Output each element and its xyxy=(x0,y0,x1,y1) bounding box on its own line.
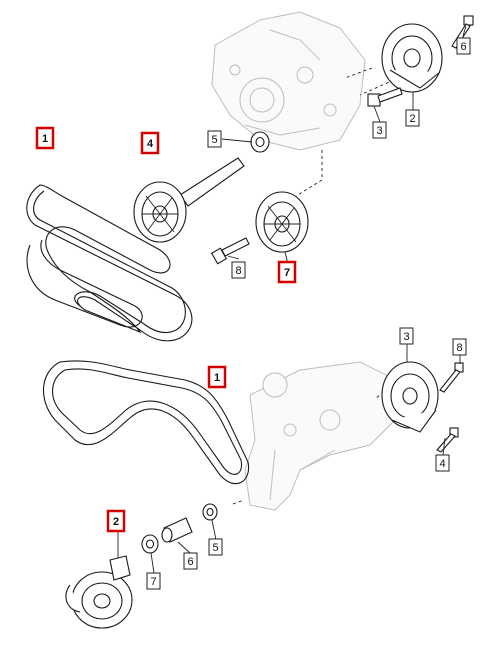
svg-text:1: 1 xyxy=(42,133,48,145)
svg-text:1: 1 xyxy=(214,372,220,384)
bottom-label-8-bolt: 8 xyxy=(452,338,467,356)
svg-text:6: 6 xyxy=(187,556,193,568)
top-label-1-belt: 1 xyxy=(35,126,55,150)
idler-pulley-7 xyxy=(255,191,309,253)
spacer-6-bottom xyxy=(161,517,193,543)
tensioner-unit-2 xyxy=(381,23,443,93)
svg-text:4: 4 xyxy=(439,458,445,470)
bushing-5-bottom xyxy=(202,503,218,521)
top-label-4-tensioner-pulley: 4 xyxy=(140,131,160,155)
bottom-exploded-view: 3 8 1 4 2 5 6 7 xyxy=(42,327,467,629)
svg-text:8: 8 xyxy=(456,342,462,354)
top-label-3-bolt: 3 xyxy=(372,121,387,139)
top-label-5-washer: 5 xyxy=(207,130,222,148)
washer-7-bottom xyxy=(141,534,159,554)
bottom-label-7-washer: 7 xyxy=(146,572,161,590)
bottom-label-1-belt: 1 xyxy=(207,365,227,389)
svg-text:7: 7 xyxy=(284,267,290,279)
tensioner-pulley-4 xyxy=(133,157,245,243)
bolt-8-top xyxy=(210,237,250,265)
bolt-8-bottom xyxy=(439,362,464,393)
bolt-3-top xyxy=(367,87,403,107)
top-label-8-bolt: 8 xyxy=(231,261,246,279)
serpentine-belt-bottom xyxy=(42,360,250,485)
svg-text:8: 8 xyxy=(235,265,241,277)
bottom-label-3-tensioner: 3 xyxy=(399,327,414,345)
serpentine-belt-top xyxy=(26,184,193,342)
bottom-label-5-bushing: 5 xyxy=(208,538,223,556)
washer-5-top xyxy=(250,131,270,153)
svg-text:4: 4 xyxy=(147,138,154,150)
bottom-label-6-spacer: 6 xyxy=(183,552,198,570)
mounting-bracket-bottom xyxy=(244,361,396,511)
tensioner-unit-3-bottom xyxy=(381,361,439,433)
svg-text:7: 7 xyxy=(150,576,156,588)
svg-text:6: 6 xyxy=(460,41,466,53)
bottom-label-4-bolt: 4 xyxy=(435,454,450,472)
top-label-7-idler-pulley: 7 xyxy=(277,260,297,284)
svg-text:5: 5 xyxy=(212,542,218,554)
svg-text:2: 2 xyxy=(113,516,119,528)
svg-text:2: 2 xyxy=(409,113,415,125)
bolt-4-bottom xyxy=(436,427,459,453)
svg-text:5: 5 xyxy=(211,134,217,146)
idler-pulley-2-bottom xyxy=(65,555,133,629)
bottom-label-2-idler-pulley: 2 xyxy=(106,509,126,533)
svg-text:3: 3 xyxy=(403,331,409,343)
top-label-2-tensioner: 2 xyxy=(405,109,420,127)
engine-block-top xyxy=(211,11,366,151)
top-exploded-view: 1 4 5 6 3 2 8 7 xyxy=(26,11,474,342)
top-label-6-bolt: 6 xyxy=(456,37,471,55)
svg-text:3: 3 xyxy=(376,125,382,137)
